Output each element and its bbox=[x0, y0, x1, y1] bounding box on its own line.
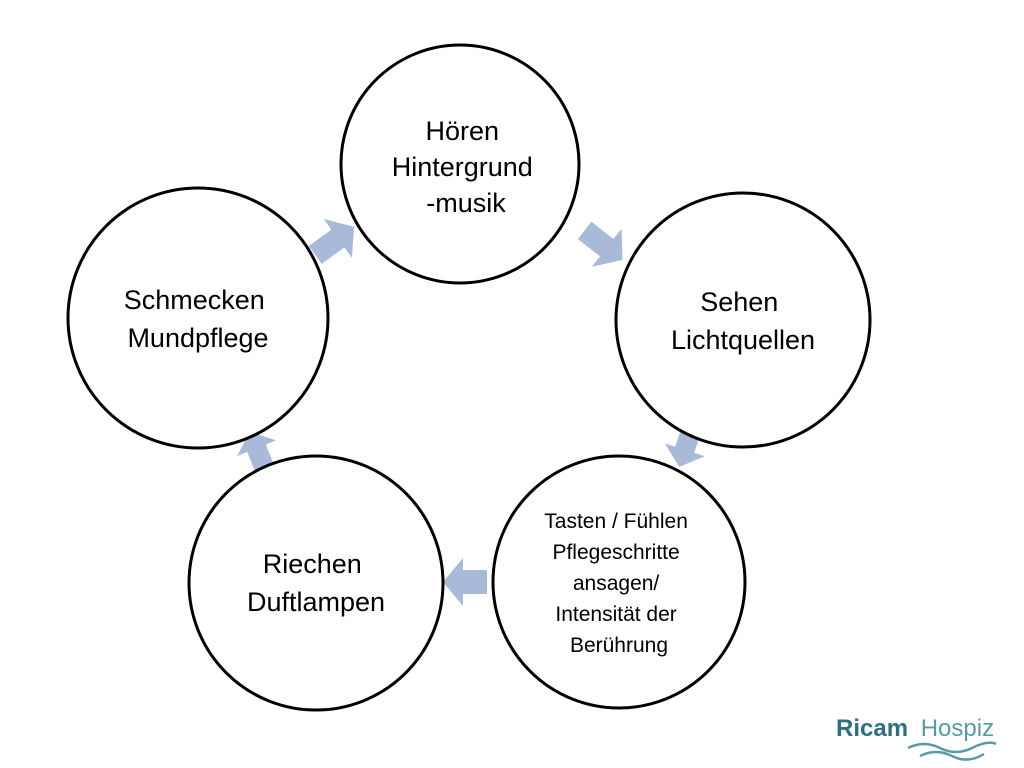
node-riechen: Riechen Duftlampen bbox=[187, 454, 445, 712]
node-hoeren-line-1: Hören bbox=[425, 116, 499, 146]
logo-word-hospiz: Hospiz bbox=[921, 715, 994, 742]
svg-text:Schmecken Mundpflege: Schmecken Mundpflege bbox=[124, 285, 273, 353]
node-tasten: Tasten / Fühlen Pflegeschritte ansagen/ … bbox=[491, 454, 747, 710]
arrow-schmecken-to-hoeren bbox=[308, 219, 355, 264]
node-hoeren-line-2: Hintergrund bbox=[392, 152, 533, 182]
node-tasten-line-3: ansagen/ bbox=[573, 572, 660, 595]
node-hoeren: Hören Hintergrund -musik bbox=[339, 43, 581, 285]
logo-wave-icon-2 bbox=[919, 750, 985, 761]
node-schmecken: Schmecken Mundpflege bbox=[66, 186, 330, 450]
node-sehen: Sehen Lichtquellen bbox=[614, 191, 872, 449]
node-schmecken-line-2: Mundpflege bbox=[127, 323, 268, 353]
node-riechen-line-1: Riechen bbox=[263, 549, 362, 579]
node-tasten-line-4: Intensität der bbox=[555, 603, 676, 626]
svg-text:Ricam Hospiz: Ricam Hospiz bbox=[836, 715, 994, 742]
node-tasten-line-5: Berührung bbox=[570, 634, 668, 657]
node-sehen-line-2: Lichtquellen bbox=[671, 325, 815, 355]
svg-text:Sehen Lichtquellen: Sehen Lichtquellen bbox=[671, 287, 815, 355]
node-riechen-line-2: Duftlampen bbox=[247, 587, 385, 617]
arrow-hoeren-to-sehen bbox=[577, 221, 623, 267]
svg-text:Tasten / Fühlen Pflegesc: Tasten / Fühlen Pflegeschritte ansagen/ … bbox=[544, 510, 693, 657]
logo-wave-icon bbox=[907, 741, 997, 754]
svg-text:Riechen Duftlampen: Riechen Duftlampen bbox=[247, 549, 385, 617]
ricam-hospiz-logo: Ricam Hospiz bbox=[836, 715, 997, 761]
arrow-riechen-to-schmecken bbox=[237, 431, 276, 473]
svg-text:Hören Hintergrund: Hören Hintergrund -musik bbox=[392, 116, 541, 218]
node-tasten-line-1: Tasten / Fühlen bbox=[544, 510, 688, 533]
node-sehen-line-1: Sehen bbox=[700, 287, 778, 317]
node-hoeren-line-3: -musik bbox=[426, 188, 506, 218]
logo-word-ricam: Ricam bbox=[836, 715, 908, 742]
node-schmecken-line-1: Schmecken bbox=[124, 285, 265, 315]
arrow-tasten-to-riechen bbox=[443, 558, 487, 606]
node-tasten-line-2: Pflegeschritte bbox=[552, 541, 679, 564]
